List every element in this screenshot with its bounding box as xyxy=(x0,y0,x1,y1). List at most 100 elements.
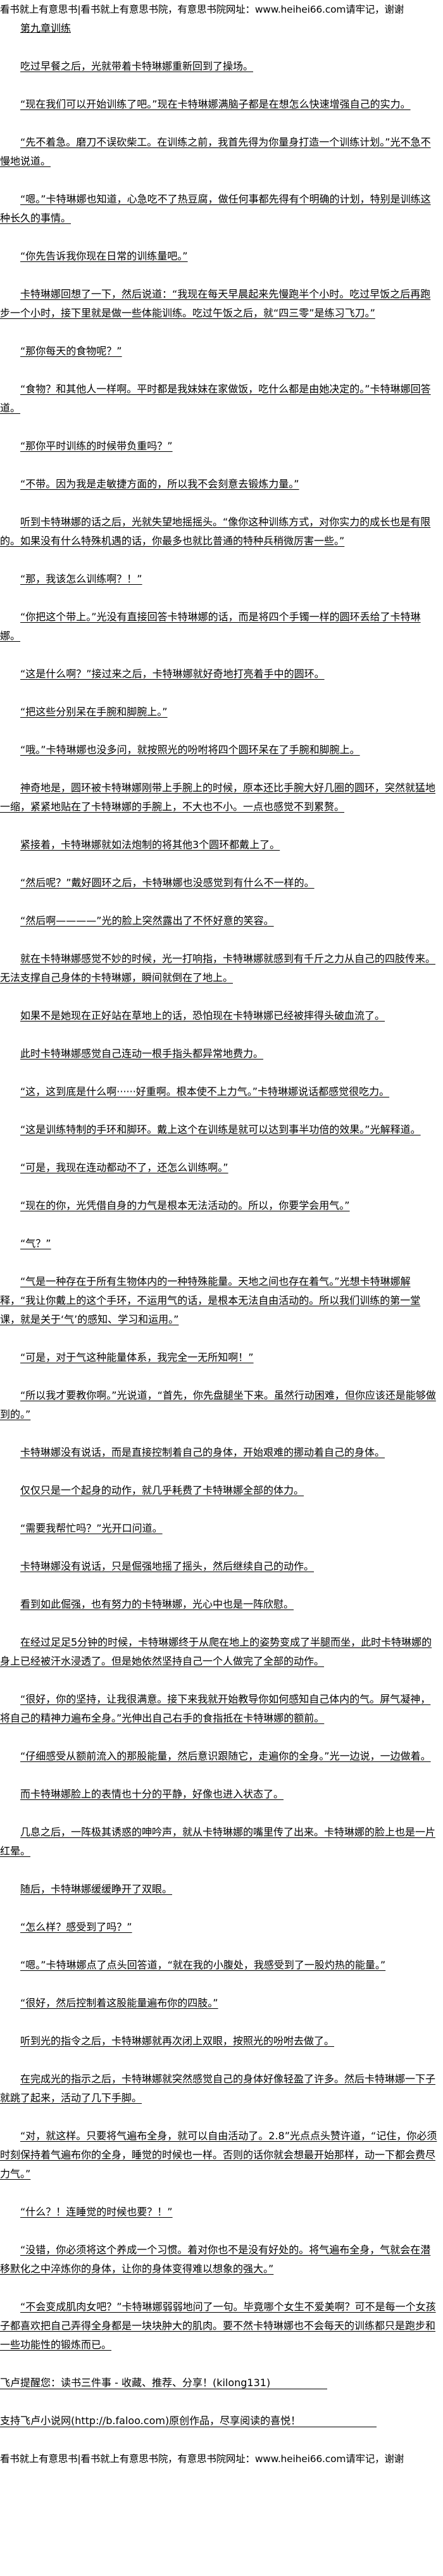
paragraph: “对，就这样。只要将气遍布全身，就可以自由活动了。2.8”光点点头赞许道，“记住… xyxy=(0,2127,443,2184)
paragraph: “这是什么啊？”接过来之后，卡特琳娜就好奇地打亮着手中的圆环。 xyxy=(0,665,443,684)
paragraph: 听到卡特琳娜的话之后，光就失望地摇摇头。“像你这种训练方式，对你实力的成长也是有… xyxy=(0,513,443,551)
paragraph: “可是，对于气这种能量体系，我完全一无所知啊！” xyxy=(0,1348,443,1367)
paragraph: “仔细感受从额前流入的那股能量，然后意识跟随它，走遍你的全身。”光一边说，一边做… xyxy=(0,1747,443,1766)
paragraph-text: 听到光的指令之后，卡特琳娜就再次闭上双眼，按照光的吩咐去做了。 xyxy=(20,2035,335,2047)
paragraph-text: “仔细感受从额前流入的那股能量，然后意识跟随它，走遍你的全身。”光一边说，一边做… xyxy=(20,1750,431,1762)
paragraph-text: “现在的你，光凭借自身的力气是根本无法活动的。所以，你要学会用气。” xyxy=(20,1199,350,1211)
paragraph: “没错，你必须将这个养成一个习惯。着对你也不是没有好处的。将气遍布全身，气就会在… xyxy=(0,2241,443,2279)
paragraph-text: “怎么样？感受到了吗？” xyxy=(20,1921,132,1933)
paragraph: “现在我们可以开始训练了吧。”现在卡特琳娜满脑子都是在想怎么快速增强自己的实力。 xyxy=(0,95,443,114)
paragraph-text: “这是什么啊？”接过来之后，卡特琳娜就好奇地打亮着手中的圆环。 xyxy=(20,668,325,680)
paragraph-text: “那你平时训练的时候带负重吗？” xyxy=(20,440,173,452)
paragraph: 在经过足足5分钟的时候，卡特琳娜终于从爬在地上的姿势变成了半腿而坐，此时卡特琳娜… xyxy=(0,1633,443,1671)
paragraph-text: “那你每天的食物呢？” xyxy=(20,345,122,357)
paragraph: “不带。因为我是走敏捷方面的，所以我不会刻意去锻炼力量。” xyxy=(0,475,443,494)
chapter-title: 第九章训练 xyxy=(0,19,443,38)
paragraph-text: 仅仅只是一个起身的动作，就几乎耗费了卡特琳娜全部的体力。 xyxy=(20,1484,304,1496)
paragraph: “你先告诉我你现在日常的训练量吧。” xyxy=(0,247,443,266)
paragraph: “气？” xyxy=(0,1234,443,1253)
paragraph-text: 神奇地是，圆环被卡特琳娜刚带上手腕上的时候，原本还比手腕大好几圈的圆环，突然就猛… xyxy=(0,782,436,813)
paragraph-text: “这是训练特制的手环和脚环。戴上这个在训练是就可以达到事半功倍的效果。”光解释道… xyxy=(20,1123,421,1135)
paragraph-text: 此时卡特琳娜感觉自己连动一根手指头都异常地费力。 xyxy=(20,1047,264,1060)
paragraph-text: “现在我们可以开始训练了吧。”现在卡特琳娜满脑子都是在想怎么快速增强自己的实力。 xyxy=(20,98,411,110)
paragraph-text: 就在卡特琳娜感觉不妙的时候，光一打响指，卡特琳娜就感到有千斤之力从自己的四肢传来… xyxy=(0,953,436,984)
paragraph-text: “很好，然后控制着这股能量遍布你的四肢。” xyxy=(20,1997,218,2009)
paragraph-text: “对，就这样。只要将气遍布全身，就可以自由活动了。2.8”光点点头赞许道，“记住… xyxy=(0,2130,437,2180)
paragraph-text: “那，我该怎么训练啊？！” xyxy=(20,573,142,585)
promo-reminder-text: 飞卢提醒您：读书三件事 - 收藏、推荐、分享！(kilong131) xyxy=(0,2377,328,2389)
paragraph: “什么？！连睡觉的时候也要？！” xyxy=(0,2203,443,2222)
paragraph: 而卡特琳娜脸上的表情也十分的平静，好像也进入状态了。 xyxy=(0,1785,443,1804)
paragraph: 卡特琳娜没有说话，只是倔强地摇了摇头，然后继续自己的动作。 xyxy=(0,1557,443,1576)
paragraph: “现在的你，光凭借自身的力气是根本无法活动的。所以，你要学会用气。” xyxy=(0,1196,443,1215)
paragraph-text: 卡特琳娜回想了一下，然后说道：“我现在每天早晨起来先慢跑半个小时。吃过早饭之后再… xyxy=(0,288,431,319)
promo-support-text: 支持飞卢小说网(http://b.faloo.com)原创作品，尽享阅读的喜悦！ xyxy=(0,2415,377,2427)
paragraph-text: 随后，卡特琳娜缓缓睁开了双眼。 xyxy=(20,1883,173,1895)
paragraph-text: “嗯。”卡特琳娜也知道，心急吃不了热豆腐，做任何事都先得有个明确的计划，特别是训… xyxy=(0,193,431,224)
paragraph-text: “气是一种存在于所有生物体内的一种特殊能量。天地之间也存在着气。”光想卡特琳娜解… xyxy=(0,1275,421,1325)
paragraph-text: 如果不是她现在正好站在草地上的话，恐怕现在卡特琳娜已经被摔得头破血流了。 xyxy=(20,1010,385,1022)
paragraph: “然后啊————”光的脸上突然露出了不怀好意的笑容。 xyxy=(0,911,443,930)
paragraph-text: 卡特琳娜没有说话，而是直接控制着自己的身体，开始艰难的挪动着自己的身体。 xyxy=(20,1446,385,1458)
paragraph-text: “嗯。”卡特琳娜点了点头回答道，“就在我的小腹处，我感受到了一股灼热的能量。” xyxy=(20,1959,386,1971)
paragraph: “那你平时训练的时候带负重吗？” xyxy=(0,437,443,456)
paragraph-text: “需要我帮忙吗？”光开口问道。 xyxy=(20,1522,163,1534)
paragraph: 随后，卡特琳娜缓缓睁开了双眼。 xyxy=(0,1880,443,1899)
paragraph: “嗯。”卡特琳娜也知道，心急吃不了热豆腐，做任何事都先得有个明确的计划，特别是训… xyxy=(0,190,443,228)
paragraph-text: “食物？和其他人一样啊。平时都是我妹妹在家做饭，吃什么都是由她决定的。”卡特琳娜… xyxy=(0,383,431,414)
paragraph: 卡特琳娜没有说话，而是直接控制着自己的身体，开始艰难的挪动着自己的身体。 xyxy=(0,1443,443,1462)
promo-reminder: 飞卢提醒您：读书三件事 - 收藏、推荐、分享！(kilong131) xyxy=(0,2373,443,2392)
paragraph: “你把这个带上。”光没有直接回答卡特琳娜的话，而是将四个手镯一样的圆环丢给了卡特… xyxy=(0,608,443,646)
paragraph-text: “不带。因为我是走敏捷方面的，所以我不会刻意去锻炼力量。” xyxy=(20,478,299,490)
chapter-body: 吃过早餐之后，光就带着卡特琳娜重新回到了操场。 “现在我们可以开始训练了吧。”现在… xyxy=(0,57,443,2354)
paragraph-text: “什么？！连睡觉的时候也要？！” xyxy=(20,2206,173,2218)
paragraph: “这，这到底是什么啊······好重啊。根本使不上力气。”卡特琳娜说话都感觉很吃… xyxy=(0,1082,443,1101)
paragraph: “嗯。”卡特琳娜点了点头回答道，“就在我的小腹处，我感受到了一股灼热的能量。” xyxy=(0,1956,443,1975)
paragraph: “很好，你的坚持，让我很满意。接下来我就开始教导你如何感知自己体内的气。屏气凝神… xyxy=(0,1690,443,1728)
paragraph-text: 而卡特琳娜脸上的表情也十分的平静，好像也进入状态了。 xyxy=(20,1788,284,1800)
paragraph: 仅仅只是一个起身的动作，就几乎耗费了卡特琳娜全部的体力。 xyxy=(0,1481,443,1500)
paragraph: “先不着急。磨刀不误砍柴工。在训练之前，我首先得为你量身打造一个训练计划。”光不… xyxy=(0,133,443,171)
document-page: 看书就上有意思书|看书就上有意思书院，有意思书院网址：www.heihei66.… xyxy=(0,4,443,2465)
paragraph: “哦。”卡特琳娜也没多问，就按照光的吩咐将四个圆环呆在了手腕和脚腕上。 xyxy=(0,741,443,760)
paragraph: 此时卡特琳娜感觉自己连动一根手指头都异常地费力。 xyxy=(0,1044,443,1063)
paragraph-text: “你先告诉我你现在日常的训练量吧。” xyxy=(20,250,188,262)
paragraph: 神奇地是，圆环被卡特琳娜刚带上手腕上的时候，原本还比手腕大好几圈的圆环，突然就猛… xyxy=(0,778,443,816)
paragraph: “很好，然后控制着这股能量遍布你的四肢。” xyxy=(0,1994,443,2013)
paragraph-text: “可是，我现在连动都动不了，还怎么训练啊。” xyxy=(20,1161,228,1173)
paragraph: “把这些分别呆在手腕和脚腕上。” xyxy=(0,703,443,722)
chapter-title-text: 第九章训练 xyxy=(20,22,72,34)
paragraph-text: “然后啊————”光的脸上突然露出了不怀好意的笑容。 xyxy=(20,915,274,927)
paragraph: “气是一种存在于所有生物体内的一种特殊能量。天地之间也存在着气。”光想卡特琳娜解… xyxy=(0,1272,443,1329)
site-banner-bottom: 看书就上有意思书|看书就上有意思书院，有意思书院网址：www.heihei66.… xyxy=(0,2453,404,2465)
paragraph: “可是，我现在连动都动不了，还怎么训练啊。” xyxy=(0,1158,443,1177)
paragraph-text: “先不着急。磨刀不误砍柴工。在训练之前，我首先得为你量身打造一个训练计划。”光不… xyxy=(0,136,431,167)
paragraph-text: 几息之后，一阵极其诱惑的呻吟声，就从卡特琳娜的嘴里传了出来。卡特琳娜的脸上也是一… xyxy=(0,1826,436,1857)
paragraph: 如果不是她现在正好站在草地上的话，恐怕现在卡特琳娜已经被摔得头破血流了。 xyxy=(0,1006,443,1025)
paragraph-text: “气？” xyxy=(20,1237,51,1249)
paragraph: “这是训练特制的手环和脚环。戴上这个在训练是就可以达到事半功倍的效果。”光解释道… xyxy=(0,1120,443,1139)
paragraph-text: “所以我才要教你啊。”光说道，“首先，你先盘腿坐下来。虽然行动困难，但你应该还是… xyxy=(0,1389,436,1420)
paragraph: “不会变成肌肉女吧？”卡特琳娜弱弱地问了一句。毕竟哪个女生不爱美啊？可不是每一个… xyxy=(0,2298,443,2354)
paragraph-text: “你把这个带上。”光没有直接回答卡特琳娜的话，而是将四个手镯一样的圆环丢给了卡特… xyxy=(0,611,421,642)
paragraph-text: 看到如此倔强，也有努力的卡特琳娜，光心中也是一阵欣慰。 xyxy=(20,1598,294,1610)
paragraph: 听到光的指令之后，卡特琳娜就再次闭上双眼，按照光的吩咐去做了。 xyxy=(0,2032,443,2051)
paragraph: 卡特琳娜回想了一下，然后说道：“我现在每天早晨起来先慢跑半个小时。吃过早饭之后再… xyxy=(0,285,443,323)
paragraph-text: “不会变成肌肉女吧？”卡特琳娜弱弱地问了一句。毕竟哪个女生不爱美啊？可不是每一个… xyxy=(0,2301,436,2351)
paragraph-text: “可是，对于气这种能量体系，我完全一无所知啊！” xyxy=(20,1351,254,1363)
paragraph-text: “然后呢？”戴好圆环之后，卡特琳娜也没感觉到有什么不一样的。 xyxy=(20,877,315,889)
paragraph-text: 紧接着，卡特琳娜就如法炮制的将其他3个圆环都戴上了。 xyxy=(20,839,280,851)
paragraph-text: “这，这到底是什么啊······好重啊。根本使不上力气。”卡特琳娜说话都感觉很吃… xyxy=(20,1085,390,1097)
paragraph-text: “把这些分别呆在手腕和脚腕上。” xyxy=(20,706,168,718)
paragraph: “食物？和其他人一样啊。平时都是我妹妹在家做饭，吃什么都是由她决定的。”卡特琳娜… xyxy=(0,380,443,418)
paragraph: 吃过早餐之后，光就带着卡特琳娜重新回到了操场。 xyxy=(0,57,443,76)
paragraph: 几息之后，一阵极其诱惑的呻吟声，就从卡特琳娜的嘴里传了出来。卡特琳娜的脸上也是一… xyxy=(0,1823,443,1861)
paragraph: 紧接着，卡特琳娜就如法炮制的将其他3个圆环都戴上了。 xyxy=(0,835,443,854)
paragraph: “那，我该怎么训练啊？！” xyxy=(0,570,443,589)
paragraph-text: 听到卡特琳娜的话之后，光就失望地摇摇头。“像你这种训练方式，对你实力的成长也是有… xyxy=(0,516,431,547)
paragraph-text: “没错，你必须将这个养成一个习惯。着对你也不是没有好处的。将气遍布全身，气就会在… xyxy=(0,2244,431,2275)
paragraph-text: 吃过早餐之后，光就带着卡特琳娜重新回到了操场。 xyxy=(20,60,254,72)
paragraph-text: “哦。”卡特琳娜也没多问，就按照光的吩咐将四个圆环呆在了手腕和脚腕上。 xyxy=(20,744,360,756)
paragraph: 在完成光的指示之后，卡特琳娜就突然感觉自己的身体好像轻盈了许多。然后卡特琳娜一下… xyxy=(0,2070,443,2108)
paragraph-text: 在经过足足5分钟的时候，卡特琳娜终于从爬在地上的姿势变成了半腿而坐，此时卡特琳娜… xyxy=(0,1636,432,1667)
